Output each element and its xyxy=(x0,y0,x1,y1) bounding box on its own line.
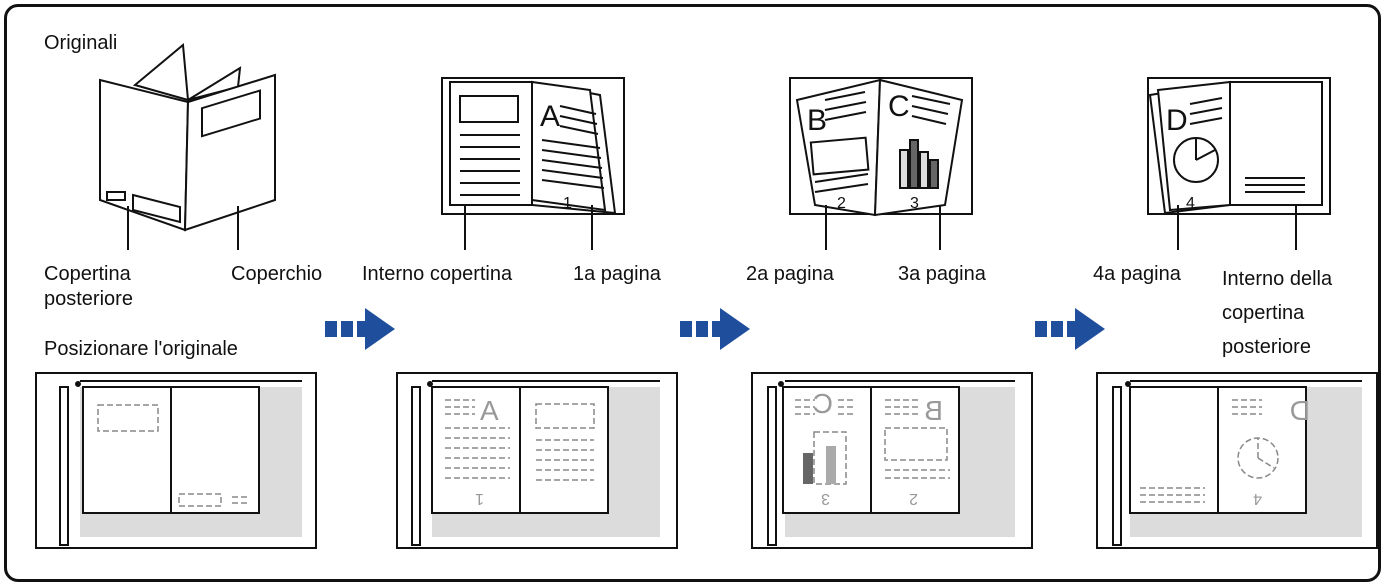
scan-page-letter-d: D xyxy=(1290,395,1310,426)
label-page-4: 4a pagina xyxy=(1093,263,1181,285)
scanner-glass-icon xyxy=(396,372,678,549)
page-number-2: 2 xyxy=(837,195,846,212)
scanner-glass-icon xyxy=(751,372,1033,549)
label-page-2: 2a pagina xyxy=(746,263,834,285)
label-page-1: 1a pagina xyxy=(573,263,661,285)
page-letter-a: A xyxy=(540,100,560,133)
scan-page-letter-b: B xyxy=(924,395,943,426)
scan-page-number-4: 4 xyxy=(1253,490,1262,507)
page-number-1: 1 xyxy=(563,195,572,212)
scan-page-letter-c: C xyxy=(813,388,833,419)
page-letter-d: D xyxy=(1166,104,1188,137)
diagram-frame xyxy=(4,4,1381,582)
label-page-3: 3a pagina xyxy=(898,263,986,285)
page-letter-c: C xyxy=(888,90,910,123)
scan-page-number-3: 3 xyxy=(821,490,830,507)
booklet-open-3-icon xyxy=(1147,77,1331,250)
booklet-closed-icon xyxy=(99,43,276,250)
label-inside-back-cover: Interno della copertina posteriore xyxy=(1222,268,1333,358)
scan-page-letter-a: A xyxy=(480,395,499,426)
dashed-right-arrow-icon xyxy=(325,308,395,350)
scan-page-number-1: 1 xyxy=(475,490,484,507)
page-number-4: 4 xyxy=(1186,195,1195,212)
booklet-open-2-icon xyxy=(789,77,973,250)
dashed-right-arrow-icon xyxy=(1035,308,1105,350)
page-letter-b: B xyxy=(807,104,827,137)
booklet-open-1-icon xyxy=(441,77,625,250)
label-inside-cover: Interno copertina xyxy=(362,263,513,285)
scanner-glass-icon xyxy=(1096,372,1378,549)
originals-title: Originali xyxy=(44,32,118,54)
place-original-title: Posizionare l'originale xyxy=(44,338,238,360)
label-cover: Coperchio xyxy=(231,263,323,285)
label-back-cover: Copertina posteriore xyxy=(44,263,133,310)
dashed-right-arrow-icon xyxy=(680,308,750,350)
scanner-glass-icon xyxy=(35,372,317,549)
page-number-3: 3 xyxy=(910,195,919,212)
scan-page-number-2: 2 xyxy=(909,490,918,507)
